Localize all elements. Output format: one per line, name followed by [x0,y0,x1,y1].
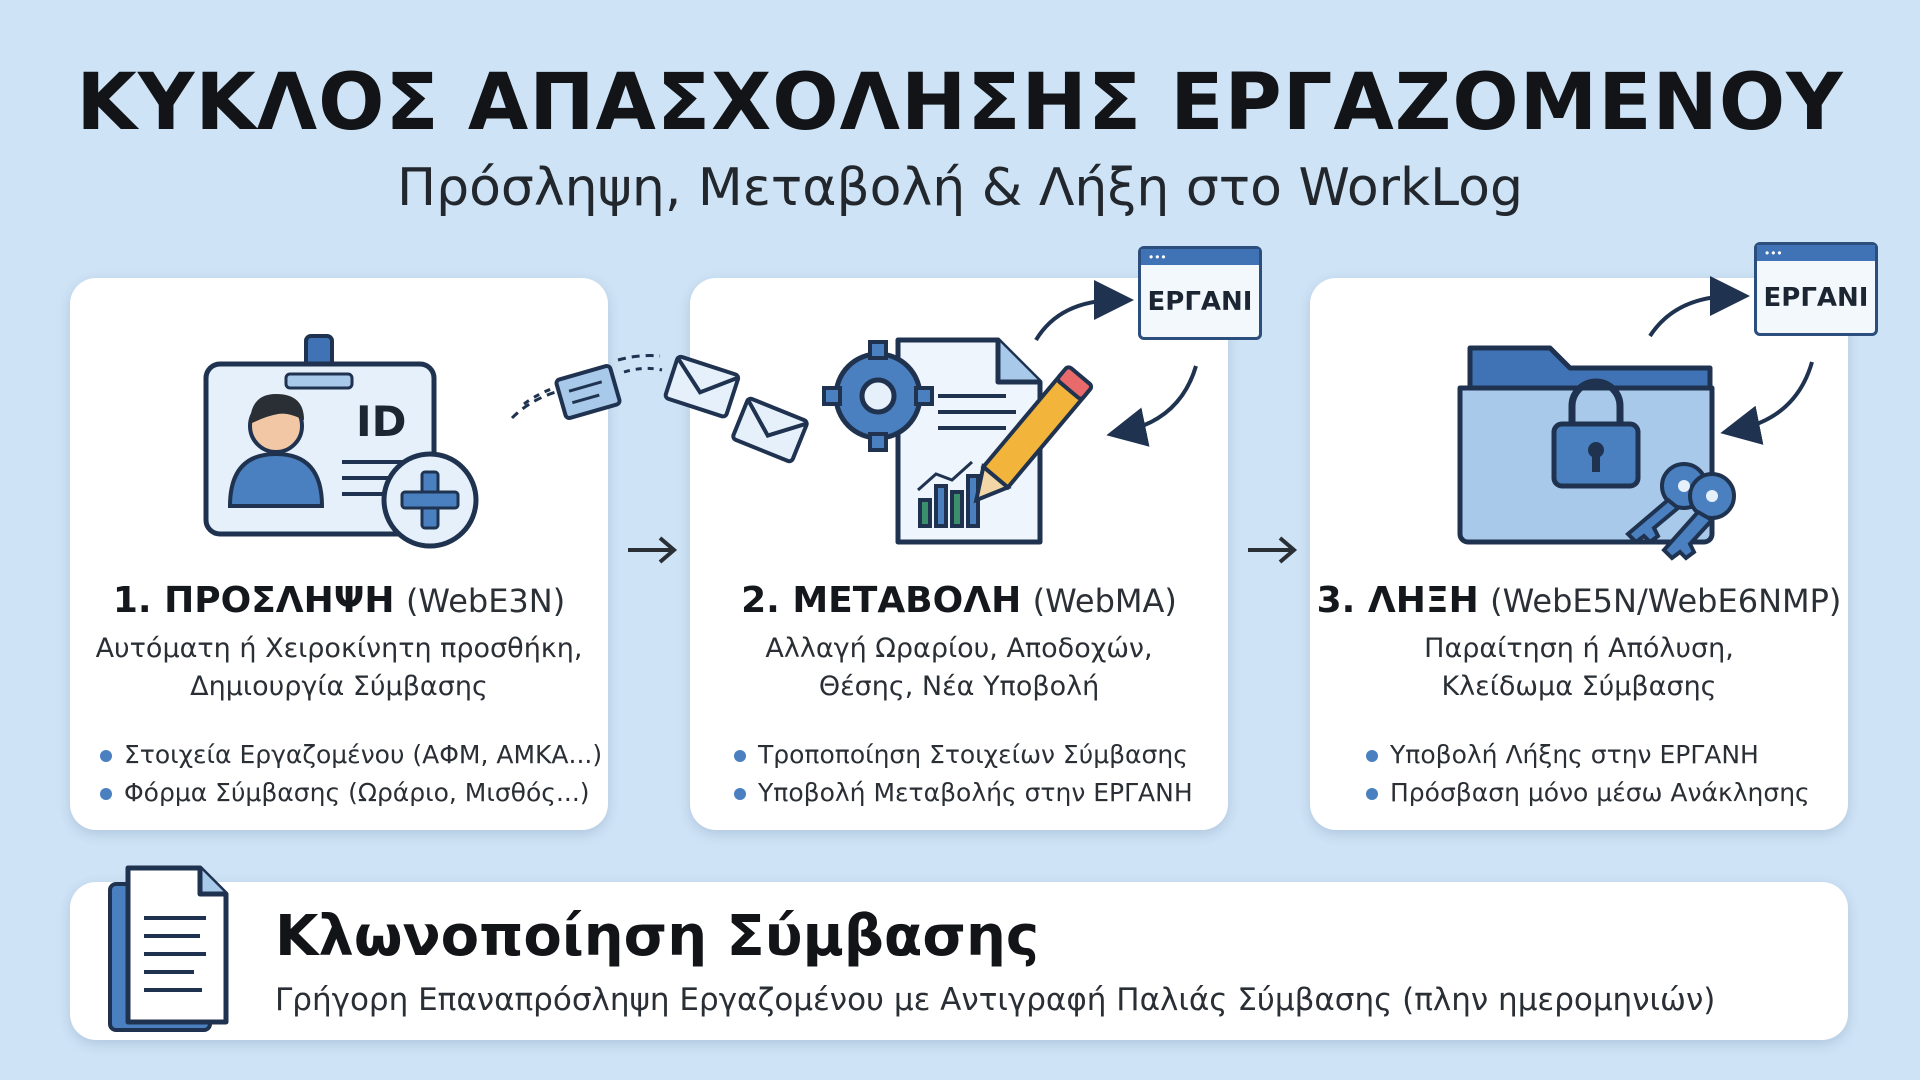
step-number-title: 3. ΛΗΞΗ [1316,580,1479,621]
page-title: ΚΥΚΛΟΣ ΑΠΑΣΧΟΛΗΣΗΣ ΕΡΓΑΖΟΜΕΝΟΥ [76,58,1844,148]
description-line: Θέσης, Νέα Υποβολή [818,671,1100,702]
locked-folder-keys-icon [1457,345,1736,561]
window-titlebar: ••• [1141,249,1259,265]
step-bullets: Υποβολή Λήξης στην ΕΡΓΑΝΗ Πρόσβαση μόνο … [1360,736,1810,812]
step-card-end: 3. ΛΗΞΗ (WebE5N/WebE6NMP) Παραίτηση ή Απ… [1310,278,1848,830]
step-card-hire: ID 1. ΠΡΟΣΛΗΨΗ (WebE3N) Αυτόματη ή Χειρο… [70,278,608,830]
bullet-item: Πρόσβαση μόνο μέσω Ανάκλησης [1360,774,1810,812]
step-code: (WebE5N/WebE6NMP) [1490,582,1842,620]
pencil-icon [973,365,1094,504]
gear-icon [822,340,934,452]
step-title-change: 2. ΜΕΤΑΒΟΛΗ (WebMA) [690,580,1228,621]
step-bullets: Στοιχεία Εργαζομένου (ΑΦΜ, ΑΜΚΑ...) Φόρμ… [94,736,602,812]
step-title-end: 3. ΛΗΞΗ (WebE5N/WebE6NMP) [1310,580,1848,621]
padlock-icon [1551,378,1641,489]
bullet-item: Υποβολή Λήξης στην ΕΡΓΑΝΗ [1360,736,1810,774]
step-code: (WebE3N) [405,582,566,620]
step-bullets: Τροποποίηση Στοιχείων Σύμβασης Υποβολή Μ… [728,736,1193,812]
ergani-label: ΕΡΓΑΝΙ [1763,283,1869,313]
document-gear-pencil-icon [822,337,1094,545]
description-line: Αυτόματη ή Χειροκίνητη προσθήκη, [95,633,583,664]
id-card-add-icon: ID [203,334,479,549]
window-titlebar: ••• [1757,245,1875,261]
description-line: Αλλαγή Ωραρίου, Αποδοχών, [765,633,1153,664]
step-card-change: 2. ΜΕΤΑΒΟΛΗ (WebMA) Αλλαγή Ωραρίου, Αποδ… [690,278,1228,830]
bullet-item: Τροποποίηση Στοιχείων Σύμβασης [728,736,1193,774]
clone-title: Κλωνοποίηση Σύμβασης [275,904,1040,969]
step-number-title: 2. ΜΕΤΑΒΟΛΗ [741,580,1022,621]
description-line: Κλείδωμα Σύμβασης [1441,671,1717,702]
clone-description: Γρήγορη Επαναπρόσληψη Εργαζομένου με Αντ… [275,982,1716,1018]
step-code: (WebMA) [1032,582,1177,620]
description-line: Παραίτηση ή Απόλυση, [1424,633,1734,664]
step-description: Αλλαγή Ωραρίου, Αποδοχών, Θέσης, Νέα Υπο… [700,630,1218,706]
step-description: Παραίτηση ή Απόλυση, Κλείδωμα Σύμβασης [1320,630,1838,706]
id-badge-text: ID [356,397,407,446]
bullet-item: Υποβολή Μεταβολής στην ΕΡΓΑΝΗ [728,774,1193,812]
keys-icon [1625,462,1736,561]
page-subtitle: Πρόσληψη, Μεταβολή & Λήξη στο WorkLog [397,158,1523,218]
document-copy-icon [108,865,229,1032]
clone-contract-banner: Κλωνοποίηση Σύμβασης Γρήγορη Επαναπρόσλη… [70,865,1848,1040]
bullet-item: Στοιχεία Εργαζομένου (ΑΦΜ, ΑΜΚΑ...) [94,736,602,774]
ergani-label: ΕΡΓΑΝΙ [1147,287,1253,317]
arrow-right-icon [1248,536,1298,564]
step-number-title: 1. ΠΡΟΣΛΗΨΗ [112,580,395,621]
ergani-window: ••• ΕΡΓΑΝΙ [1754,242,1878,336]
step-description: Αυτόματη ή Χειροκίνητη προσθήκη, Δημιουρ… [80,630,598,706]
ergani-window: ••• ΕΡΓΑΝΙ [1138,246,1262,340]
bullet-item: Φόρμα Σύμβασης (Ωράριο, Μισθός...) [94,774,602,812]
description-line: Δημιουργία Σύμβασης [190,671,488,702]
step-title-hire: 1. ΠΡΟΣΛΗΨΗ (WebE3N) [70,580,608,621]
arrow-right-icon [628,536,678,564]
